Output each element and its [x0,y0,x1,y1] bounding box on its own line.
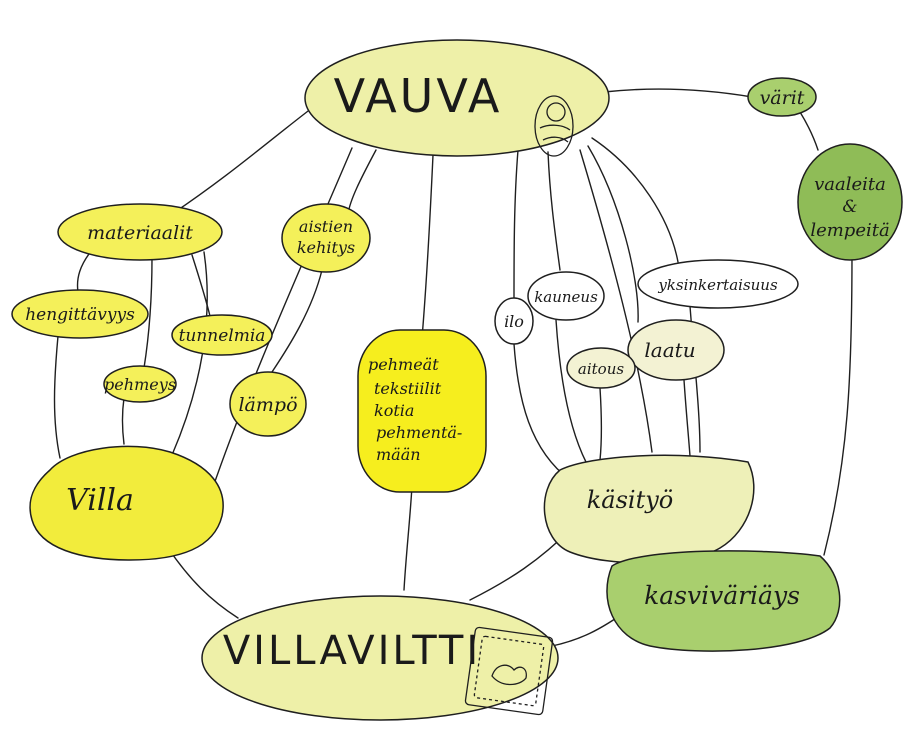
pehmeat-label-5: mään [376,445,421,464]
edge-aistien-lampo [271,269,323,373]
aistien-label-2: kehitys [297,238,355,257]
edge-laatu-kasityo [683,379,691,457]
villa-label: Villa [66,483,134,518]
kasityo-label: käsityö [587,486,674,514]
edge-vauva-yksinkertaisuus [591,137,679,263]
edge-hengittavyys-villa [53,335,61,459]
edge-vauva-villa [211,147,353,491]
vaaleita-label-3: lempeitä [810,220,889,241]
node-pehmeys: pehmeys [103,365,177,403]
edge-varit-vaaleita [799,111,819,151]
edge-vauva-aistien [347,149,377,215]
pehmeat-label-1: pehmeät [368,355,439,374]
edge-kauneus-kasityo [555,319,587,463]
lampo-label: lämpö [238,394,297,416]
felt-blanket-icon [464,626,554,716]
edge-aitous-kasityo [599,387,603,461]
edge-materiaalit-villa-right [171,251,208,456]
villaviltti-label: VILLAVILTTI [223,628,481,674]
edge-materiaalit-hengittavyys [76,249,93,293]
node-materiaalit: materiaalit [57,203,223,261]
edge-vauva-materiaalit [171,107,313,215]
kauneus-label: kauneus [534,288,598,306]
edge-vauva-varit [603,88,753,98]
edge-ilo-kasityo [513,343,571,481]
node-yksinkertaisuus: yksinkertaisuus [637,259,799,309]
node-villa: Villa [29,445,224,561]
edge-vauva-laatu [587,145,639,323]
node-lampo: lämpö [229,371,307,437]
node-vaaleita-lempeita: vaaleita & lempeitä [797,143,903,261]
node-aistien-kehitys: aistien kehitys [281,203,371,273]
aistien-label-1: aistien [299,217,353,236]
edge-villa-villaviltti [167,547,239,619]
edge-pehmeys-villa [121,397,125,445]
edge-vauva-pehmeat [421,154,434,339]
aitous-label: aitous [578,360,624,378]
node-hengittavyys: hengittävyys [11,289,149,339]
materiaalit-label: materiaalit [87,222,193,244]
kasvivarjays-label: kasviväriäys [644,581,800,610]
yksinkertaisuus-label: yksinkertaisuus [657,276,778,294]
edge-vauva-kasityo [579,149,653,453]
node-aitous: aitous [566,347,636,389]
node-kasityo: käsityö [543,454,755,564]
swaddled-baby-icon [534,95,574,157]
edge-materiaalit-tunnelmia [191,254,211,317]
vauva-label: VAUVA [334,69,503,123]
tunnelmia-label: tunnelmia [179,326,266,346]
edge-vauva-kauneus [547,151,561,271]
varit-label: värit [760,87,805,109]
node-laatu: laatu [627,319,725,381]
pehmeys-label: pehmeys [104,375,176,394]
laatu-label: laatu [644,338,695,362]
node-vauva: VAUVA [304,39,610,157]
edge-materiaalit-pehmeys [143,257,153,369]
node-kauneus: kauneus [527,271,605,321]
pehmeat-label-3: kotia [374,401,414,420]
ilo-label: ilo [504,312,524,331]
node-pehmeat-tekstiilit: pehmeät tekstiilit kotia pehmentä- mään [357,329,487,493]
node-varit: värit [747,77,817,117]
node-tunnelmia: tunnelmia [171,314,273,356]
edge-pehmeat-villaviltti [403,485,413,591]
pehmeat-label-2: tekstiilit [374,379,442,398]
edge-vauva-ilo [513,149,519,301]
pehmeat-label-4: pehmentä- [376,423,462,442]
node-kasvivarjays: kasviväriäys [606,550,841,652]
hengittavyys-label: hengittävyys [25,305,135,325]
node-villaviltti: VILLAVILTTI [201,595,559,721]
vaaleita-label-1: vaaleita [814,174,886,195]
edge-vaaleita-kasvivarjays [823,251,853,556]
vaaleita-label-2: & [842,197,857,217]
node-ilo: ilo [494,297,534,345]
